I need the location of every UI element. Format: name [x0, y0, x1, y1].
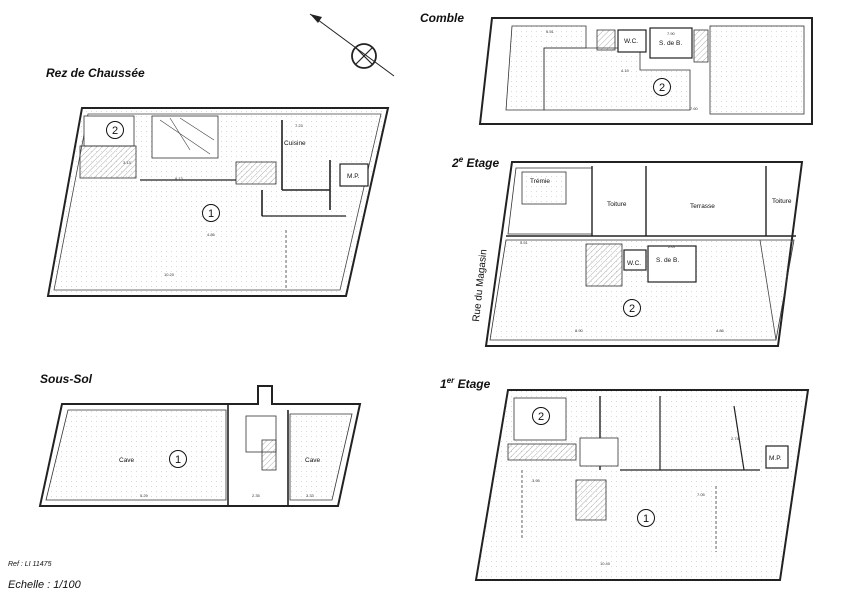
title-1er-etage: 1er Etage [440, 376, 490, 391]
rez-lot-1-number: 1 [208, 208, 214, 220]
e2-dim-c: 4.86 [716, 328, 725, 333]
title-1er-etage-suffix: er [446, 376, 455, 385]
ss-dim-b: 2.35 [252, 493, 261, 498]
e2-tremie-label: Trémie [530, 178, 550, 185]
rez-lot-2-number: 2 [112, 125, 118, 137]
e1-dim-b: 7.05 [697, 492, 706, 497]
title-sous-sol: Sous-Sol [40, 372, 93, 386]
plan-sous-sol [38, 385, 362, 507]
ss-cave-left-label: Cave [119, 457, 135, 464]
e1-lot-2-number: 2 [538, 411, 544, 423]
e1-lot-1-number: 1 [643, 513, 649, 525]
rez-dim-a: 8.13 [175, 176, 184, 181]
comble-lot-2-number: 2 [659, 82, 665, 94]
ss-dim-a: 5.29 [140, 493, 149, 498]
e1-lot-2-marker: 2 [532, 407, 550, 425]
comble-dim-b: 7.90 [667, 31, 676, 36]
ss-dim-c: 3.33 [306, 493, 315, 498]
e1-dim-d: 2.74 [731, 436, 740, 441]
title-1er-etage-number: 1 [440, 377, 447, 391]
ss-cave-right-label: Cave [305, 457, 321, 464]
reference-label: Ref : LI 11475 [8, 561, 52, 568]
title-2e-etage-suffix: e [458, 155, 464, 164]
e2-toiture-left-label: Toiture [607, 201, 627, 208]
plan-comble [478, 17, 813, 125]
comble-wc-label: W.C. [624, 38, 638, 45]
ss-lot-1-marker: 1 [169, 450, 187, 468]
rez-lot-2-marker: 2 [106, 121, 124, 139]
title-1er-etage-word: Etage [457, 377, 491, 391]
title-2e-etage: 2e Etage [452, 155, 499, 170]
comble-dim-a: 5.51 [546, 29, 555, 34]
comble-sdb-label: S. de B. [659, 40, 682, 47]
e2-dim-a: 5.51 [520, 240, 529, 245]
e2-lot-2-number: 2 [629, 303, 635, 315]
rez-dim-e: 3.13 [123, 160, 132, 165]
rez-lot-1-marker: 1 [202, 204, 220, 222]
comble-dim-c: 7.60 [690, 106, 699, 111]
rez-dim-d: 7.23 [295, 123, 304, 128]
e2-terrasse-label: Terrasse [690, 203, 715, 210]
rez-dim-c: 10.20 [164, 272, 175, 277]
street-name-label: Rue du Magasin [471, 249, 490, 323]
plan-2e-etage [484, 161, 804, 347]
e1-dim-a: 3.95 [532, 478, 541, 483]
e2-wc-label: W.C. [627, 260, 641, 267]
rez-cuisine-label: Cuisine [284, 140, 306, 147]
plan-rez-de-chaussee [46, 107, 390, 297]
rez-dim-b: 4.86 [207, 232, 216, 237]
comble-lot-2-marker: 2 [653, 78, 671, 96]
e2-dim-d: 2.67 [668, 244, 677, 249]
e1-mp-label: M.P. [769, 455, 782, 462]
plan-1er-etage [474, 389, 810, 581]
e2-lot-2-marker: 2 [623, 299, 641, 317]
scale-label: Echelle : 1/100 [8, 579, 81, 591]
title-comble: Comble [420, 11, 465, 25]
e1-lot-1-marker: 1 [637, 509, 655, 527]
title-2e-etage-word: Etage [466, 156, 500, 170]
comble-dim-d: 4.19 [621, 68, 630, 73]
ss-lot-1-number: 1 [175, 454, 181, 466]
e1-dim-c: 10.40 [600, 561, 611, 566]
north-arrow-icon [309, 13, 395, 77]
e2-toiture-right-label: Toiture [772, 198, 792, 205]
title-2e-etage-number: 2 [452, 156, 459, 170]
rez-mp-label: M.P. [347, 173, 360, 180]
title-rez-de-chaussee: Rez de Chaussée [46, 66, 145, 80]
e2-sdb-label: S. de B. [656, 257, 679, 264]
e2-dim-b: 8.90 [575, 328, 584, 333]
